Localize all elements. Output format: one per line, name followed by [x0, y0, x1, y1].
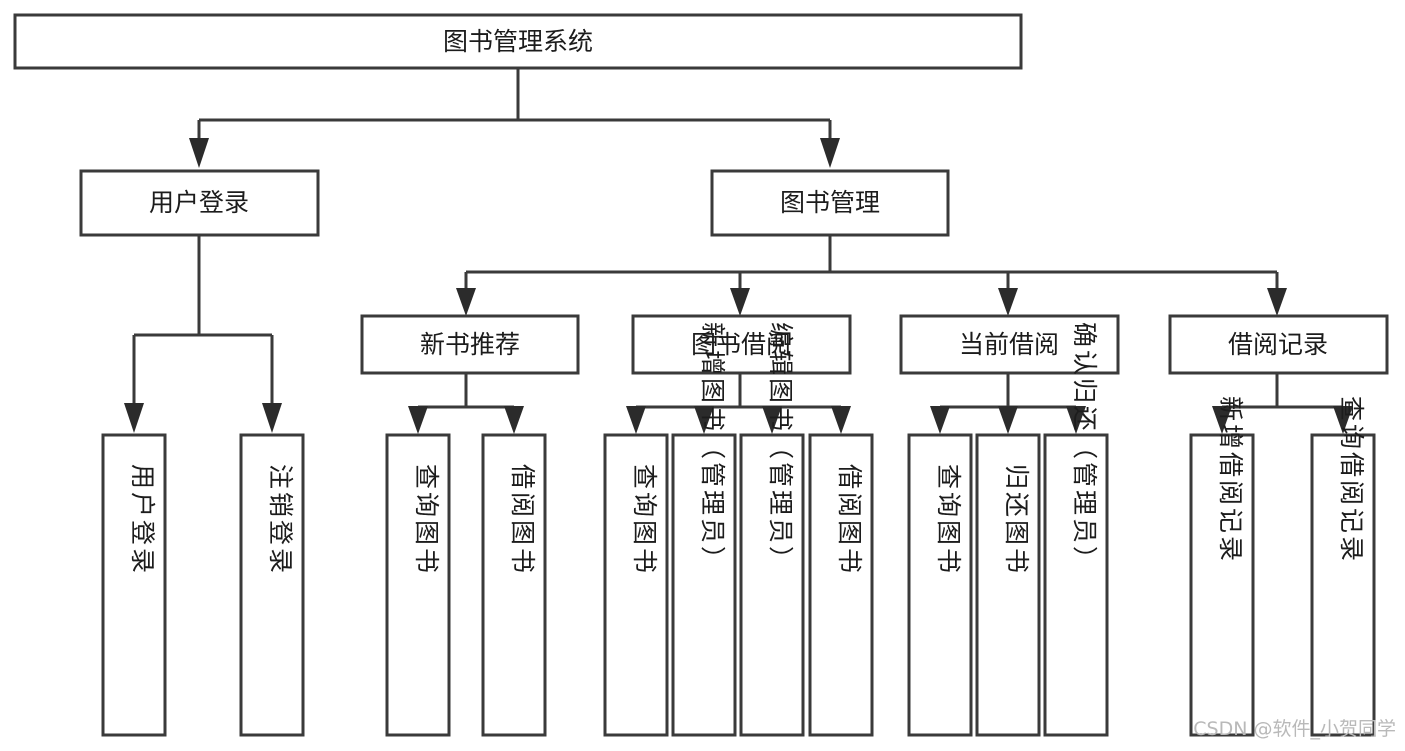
leaf-node-book-borrow-2[interactable]: 新增图书（管理员）: [671, 322, 737, 737]
watermark-label: CSDN @软件_小贺同学: [1193, 718, 1396, 740]
node-book-borrow-label: 图书借阅: [691, 330, 791, 359]
arrow-head-leaf-borrow-record-1: [1212, 406, 1232, 434]
leaf-node-new-book-1[interactable]: 查询图书: [385, 433, 451, 737]
arrow-head-book-mgmt: [820, 138, 840, 168]
connector-group-user-login: [124, 235, 282, 433]
node-new-book-recommend-box[interactable]: [360, 314, 580, 375]
connector-group-root: [189, 68, 840, 168]
leaf-node-current-borrow-3-box[interactable]: [1043, 433, 1109, 737]
leaf-node-book-borrow-4[interactable]: 借阅图书: [808, 433, 874, 737]
node-book-management-label: 图书管理: [780, 188, 880, 217]
leaf-node-user-login-2[interactable]: 注销登录: [239, 433, 305, 737]
arrow-head-borrow-record: [1267, 288, 1287, 316]
node-user-login-label: 用户登录: [149, 188, 249, 217]
leaf-node-user-login-2-box[interactable]: [239, 433, 305, 737]
connector-group-book-borrow: [626, 373, 851, 434]
connector-group-book-mgmt: [456, 235, 1287, 316]
arrow-head-leaf-book-borrow-3: [762, 406, 782, 434]
node-borrow-record[interactable]: 借阅记录: [1168, 314, 1389, 375]
node-current-borrow-label: 当前借阅: [959, 330, 1059, 359]
leaf-node-current-borrow-3[interactable]: 确认归还（管理员）: [1043, 322, 1109, 737]
leaf-node-new-book-2[interactable]: 借阅图书: [481, 433, 547, 737]
node-book-management-box[interactable]: [710, 169, 950, 237]
leaf-node-new-book-1-label: 查询图书: [412, 464, 441, 576]
arrow-head-leaf-book-borrow-4: [831, 406, 851, 434]
connector-group-new-book: [408, 373, 524, 434]
arrow-head-leaf-book-borrow-1: [626, 406, 646, 434]
leaf-node-book-borrow-4-label: 借阅图书: [835, 464, 864, 576]
leaf-node-borrow-record-1[interactable]: 新增借阅记录: [1189, 396, 1255, 737]
arrow-head-leaf-borrow-record-2: [1333, 406, 1353, 434]
leaf-node-new-book-2-box[interactable]: [481, 433, 547, 737]
node-current-borrow-box[interactable]: [899, 314, 1120, 375]
node-current-borrow[interactable]: 当前借阅: [899, 314, 1120, 375]
node-book-borrow[interactable]: 图书借阅: [631, 314, 852, 375]
node-borrow-record-box[interactable]: [1168, 314, 1389, 375]
leaf-node-book-borrow-2-box[interactable]: [671, 433, 737, 737]
arrow-head-book-borrow: [730, 288, 750, 316]
node-new-book-recommend-label: 新书推荐: [420, 330, 520, 359]
leaf-node-book-borrow-2-label: 新增图书（管理员）: [698, 322, 727, 574]
leaf-node-user-login-1-label: 用户登录: [128, 464, 157, 576]
leaf-node-borrow-record-2[interactable]: 查询借阅记录: [1310, 396, 1376, 737]
node-root[interactable]: 图书管理系统: [13, 13, 1023, 70]
node-root-box[interactable]: [13, 13, 1023, 70]
leaf-node-book-borrow-3-label: 编辑图书（管理员）: [766, 322, 795, 574]
leaf-node-current-borrow-2-box[interactable]: [975, 433, 1041, 737]
leaf-node-borrow-record-1-box[interactable]: [1189, 433, 1255, 737]
leaf-node-borrow-record-2-box[interactable]: [1310, 433, 1376, 737]
leaf-node-current-borrow-1-label: 查询图书: [934, 464, 963, 576]
leaf-node-new-book-1-box[interactable]: [385, 433, 451, 737]
node-root-label: 图书管理系统: [443, 27, 593, 56]
node-user-login-box[interactable]: [79, 169, 320, 237]
leaf-node-book-borrow-1-label: 查询图书: [630, 464, 659, 576]
leaf-node-current-borrow-1[interactable]: 查询图书: [907, 433, 973, 737]
arrow-head-leaf-new-book-2: [504, 406, 524, 434]
leaf-node-book-borrow-1-box[interactable]: [603, 433, 669, 737]
leaf-node-user-login-2-label: 注销登录: [266, 464, 295, 576]
leaf-node-book-borrow-3[interactable]: 编辑图书（管理员）: [739, 322, 805, 737]
arrow-head-current-borrow: [998, 288, 1018, 316]
arrow-head-leaf-book-borrow-2: [694, 406, 714, 434]
arrow-head-user-login: [189, 138, 209, 168]
leaf-node-current-borrow-3-label: 确认归还（管理员）: [1070, 322, 1099, 574]
connector-group-current-borrow: [930, 373, 1086, 434]
arrow-head-new-book: [456, 288, 476, 316]
leaf-node-user-login-1-box[interactable]: [101, 433, 167, 737]
leaf-node-borrow-record-1-label: 新增借阅记录: [1216, 396, 1245, 564]
node-book-borrow-box[interactable]: [631, 314, 852, 375]
leaf-node-user-login-1[interactable]: 用户登录: [101, 433, 167, 737]
leaf-node-new-book-2-label: 借阅图书: [508, 464, 537, 576]
leaf-node-book-borrow-3-box[interactable]: [739, 433, 805, 737]
node-book-management[interactable]: 图书管理: [710, 169, 950, 237]
leaf-node-book-borrow-1[interactable]: 查询图书: [603, 433, 669, 737]
leaf-node-current-borrow-2[interactable]: 归还图书: [975, 433, 1041, 737]
arrow-head-leaf-user-login-2: [262, 403, 282, 433]
arrow-head-leaf-new-book-1: [408, 406, 428, 434]
arrow-head-leaf-current-borrow-1: [930, 406, 950, 434]
arrow-head-leaf-current-borrow-3: [1066, 406, 1086, 434]
arrow-head-leaf-user-login-1: [124, 403, 144, 433]
node-borrow-record-label: 借阅记录: [1228, 330, 1328, 359]
leaf-node-current-borrow-1-box[interactable]: [907, 433, 973, 737]
connector-group-borrow-record: [1212, 373, 1353, 434]
leaf-node-book-borrow-4-box[interactable]: [808, 433, 874, 737]
arrow-head-leaf-current-borrow-2: [998, 406, 1018, 434]
leaf-node-current-borrow-2-label: 归还图书: [1002, 464, 1031, 576]
leaf-node-borrow-record-2-label: 查询借阅记录: [1337, 396, 1366, 564]
node-new-book-recommend[interactable]: 新书推荐: [360, 314, 580, 375]
node-user-login[interactable]: 用户登录: [79, 169, 320, 237]
